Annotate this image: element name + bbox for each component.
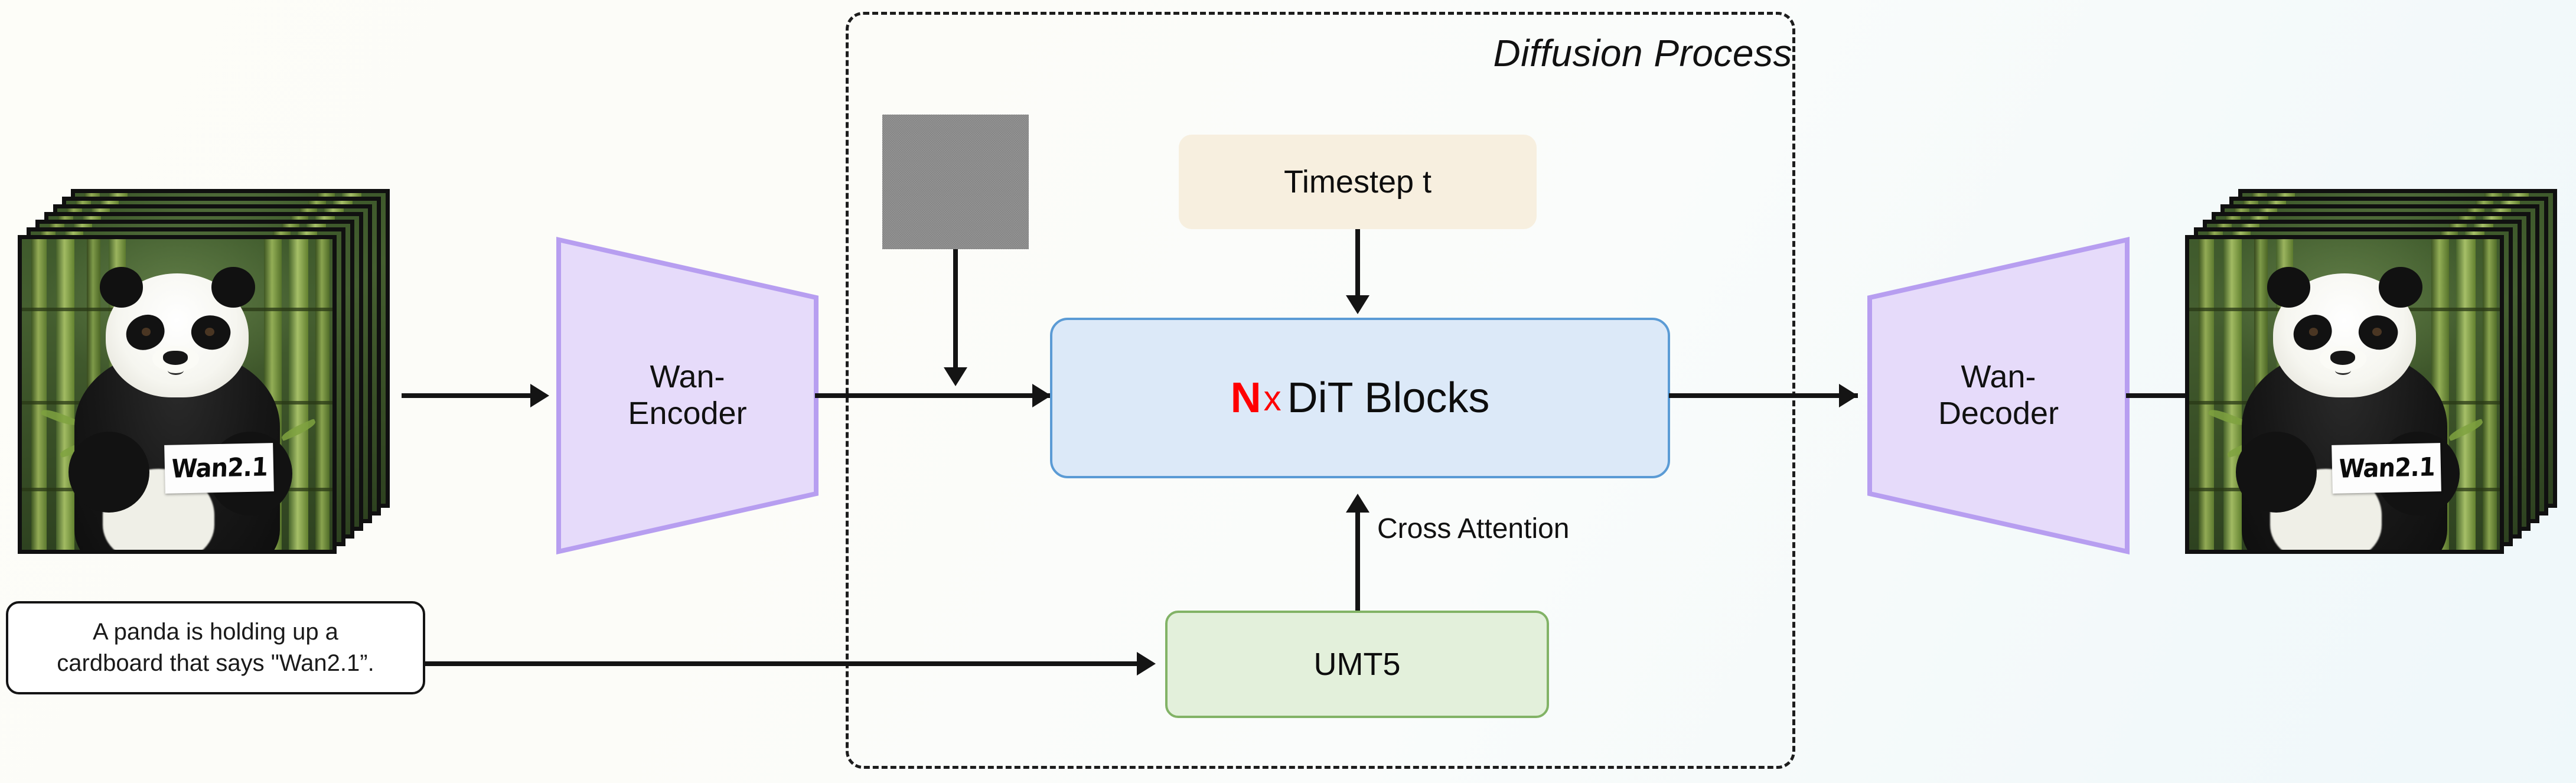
timestep-label: Timestep t [1283,164,1432,200]
prompt-line-1: A panda is holding up a [93,619,338,645]
edge-encoder-to-dit [815,393,1051,398]
wan-decoder-node[interactable]: Wan- Decoder [1866,236,2131,555]
cardboard-sign-text: Wan2.1 [170,452,268,484]
diffusion-process-label: Diffusion Process [1493,32,1792,74]
edge-decoder-to-output [2126,393,2203,398]
umt5-label: UMT5 [1313,647,1401,682]
cardboard-sign-text: Wan2.1 [2337,452,2435,484]
dit-blocks-label: DiT Blocks [1287,374,1490,422]
edge-timestep-to-dit [1355,229,1360,299]
trapezoid-shape [556,237,819,554]
cross-attention-label: Cross Attention [1377,513,1570,544]
edge-input-to-encoder-arrowhead [530,384,549,407]
output-video-frames: Wan2.1 [2185,189,2575,567]
edge-noise-to-trunk-arrowhead [944,367,967,386]
diffusion-process-region: Diffusion Process [846,12,1795,769]
edge-umt5-to-dit [1355,511,1360,611]
edge-dit-to-decoder [1669,393,1858,398]
input-video-frames: Wan2.1 [18,189,407,567]
edge-umt5-to-dit-arrowhead [1346,494,1369,513]
wan-decoder-label: Wan- Decoder [1938,359,2059,431]
dit-repeat-count: N [1230,374,1261,422]
prompt-textbox[interactable]: A panda is holding up a cardboard that s… [6,601,425,694]
wan-encoder-label: Wan- Encoder [628,359,747,431]
timestep-node[interactable]: Timestep t [1179,135,1537,229]
frame-front: Wan2.1 [2185,235,2504,554]
edge-prompt-to-umt5 [424,661,1139,666]
panda-image: Wan2.1 [22,239,332,550]
edge-encoder-to-dit-arrowhead [1032,384,1051,407]
panda-image: Wan2.1 [2189,239,2500,550]
edge-input-to-encoder [402,393,531,398]
edge-dit-to-decoder-arrowhead [1839,384,1858,407]
edge-timestep-to-dit-arrowhead [1346,295,1369,314]
trapezoid-shape [1867,237,2130,554]
wan-encoder-node[interactable]: Wan- Encoder [555,236,820,555]
edge-prompt-to-umt5-arrowhead [1137,652,1156,676]
cardboard-sign: Wan2.1 [164,443,274,494]
dit-multiply-symbol: x [1263,378,1282,418]
prompt-line-2: cardboard that says "Wan2.1”. [57,650,374,676]
edge-noise-to-trunk [953,249,958,371]
cardboard-sign: Wan2.1 [2332,443,2441,494]
frame-front: Wan2.1 [18,235,337,554]
gaussian-noise-latent [882,115,1029,249]
umt5-node[interactable]: UMT5 [1165,611,1549,718]
